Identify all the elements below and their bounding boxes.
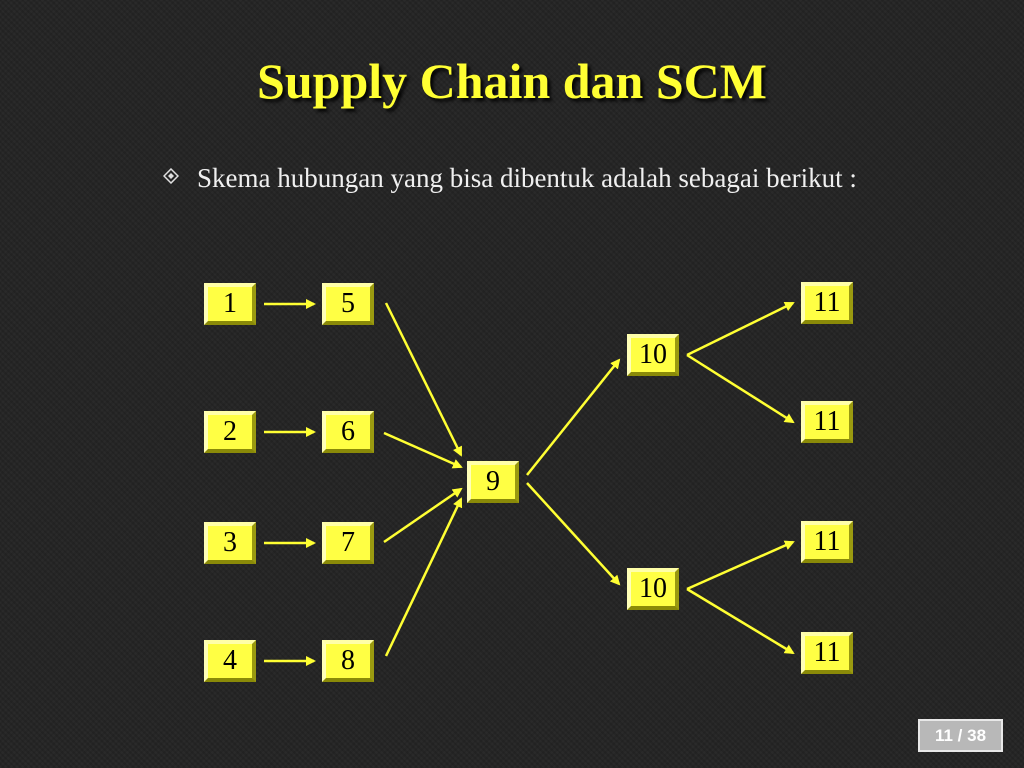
arrow-n8-to-n9 [384, 497, 463, 657]
node-n7: 7 [322, 522, 374, 564]
node-n5: 5 [322, 283, 374, 325]
node-n10b: 10 [627, 568, 679, 610]
node-n9: 9 [467, 461, 519, 503]
bullet-text: Skema hubungan yang bisa dibentuk adalah… [197, 163, 857, 193]
node-n10a: 10 [627, 334, 679, 376]
node-n6: 6 [322, 411, 374, 453]
slide-title: Supply Chain dan SCM [257, 53, 767, 109]
node-n4: 4 [204, 640, 256, 682]
arrow-n9-to-n10b [526, 482, 621, 586]
node-n11d: 11 [801, 632, 853, 674]
arrow-n6-to-n9 [383, 431, 463, 469]
diamond-bullet-icon [163, 168, 179, 184]
arrow-n10a-to-n11b [686, 353, 795, 424]
arrow-n10b-to-n11d [686, 587, 795, 655]
node-n2: 2 [204, 411, 256, 453]
arrow-n7-to-n9 [383, 487, 463, 544]
arrow-n9-to-n10a [526, 358, 621, 476]
node-n3: 3 [204, 522, 256, 564]
node-n1: 1 [204, 283, 256, 325]
page-indicator: 11 / 38 [918, 719, 1003, 752]
node-n11b: 11 [801, 401, 853, 443]
node-n11c: 11 [801, 521, 853, 563]
node-n11a: 11 [801, 282, 853, 324]
arrow-n10b-to-n11c [686, 540, 795, 591]
arrow-n5-to-n9 [384, 302, 463, 457]
arrow-n10a-to-n11a [686, 301, 795, 357]
node-n8: 8 [322, 640, 374, 682]
